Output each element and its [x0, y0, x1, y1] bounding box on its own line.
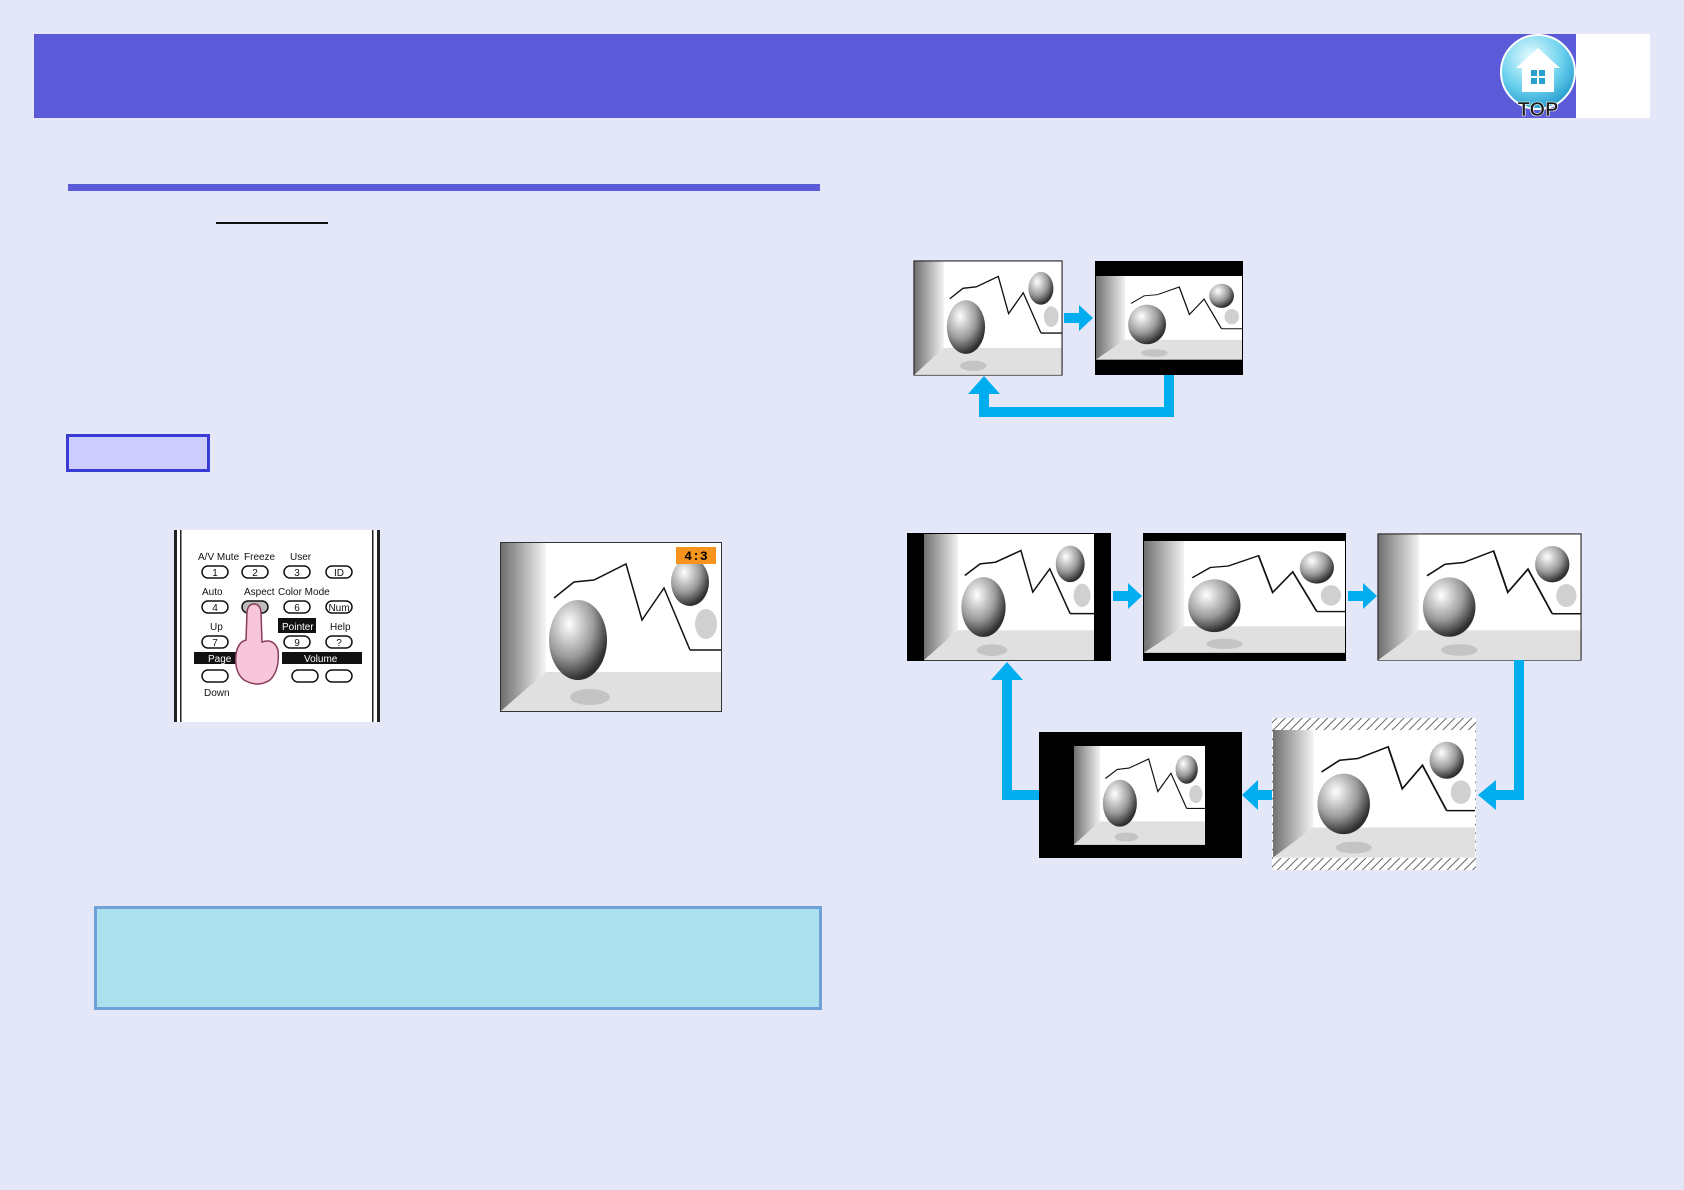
label-help: Help: [330, 622, 351, 633]
svg-text:6: 6: [294, 603, 300, 614]
cycle-b-screen-normal-boxed: [1039, 732, 1242, 858]
section-divider: [68, 184, 820, 191]
procedure-label-box: [66, 434, 210, 472]
svg-text:?: ?: [336, 638, 342, 649]
note-box: [94, 906, 822, 1010]
svg-text:4: 4: [212, 603, 218, 614]
button-help[interactable]: ?: [325, 635, 353, 649]
cycle-arrow-icon: [991, 583, 1524, 810]
label-down: Down: [204, 688, 230, 699]
button-6[interactable]: 6: [283, 600, 311, 614]
top-button-label: TOP: [1518, 99, 1559, 120]
button-2[interactable]: 2: [241, 565, 269, 579]
button-1[interactable]: 1: [201, 565, 229, 579]
button-id[interactable]: ID: [325, 565, 353, 579]
button-7[interactable]: 7: [201, 635, 229, 649]
aspect-badge: [676, 547, 716, 564]
page-number-box: [1576, 34, 1650, 118]
aspect-preview-screen: 4:3: [500, 542, 722, 712]
label-pointer: Pointer: [282, 622, 314, 633]
cycle-b-screen-pillarbox: [907, 533, 1111, 662]
cycle-arrow-icon: [968, 305, 1174, 417]
svg-text:3: 3: [294, 568, 300, 579]
cycle-a-screen-normal: [913, 260, 1063, 376]
label-auto: Auto: [202, 587, 223, 598]
label-color-mode: Color Mode: [278, 587, 330, 598]
home-top-icon: TOP: [1500, 34, 1576, 121]
button-3[interactable]: 3: [283, 565, 311, 579]
cycle-b-screen-zoom: [1271, 718, 1477, 870]
cycle-b-screen-full: [1377, 533, 1582, 661]
label-av-mute: A/V Mute: [198, 552, 240, 563]
volume-down-button[interactable]: [291, 669, 319, 683]
aspect-badge-text: 4:3: [684, 549, 708, 564]
svg-text:ID: ID: [334, 568, 344, 579]
cycle-b-screen-wide: [1142, 533, 1347, 661]
label-aspect: Aspect: [244, 587, 275, 598]
button-4[interactable]: 4: [201, 600, 229, 614]
remote-control: A/V Mute Freeze User 1 2 3 ID Auto Aspec…: [174, 530, 380, 722]
page-down-button[interactable]: [201, 669, 229, 683]
label-page: Page: [208, 654, 232, 665]
button-num[interactable]: Num: [325, 600, 353, 614]
volume-up-button[interactable]: [325, 669, 353, 683]
svg-text:2: 2: [252, 568, 258, 579]
svg-text:1: 1: [212, 568, 218, 579]
svg-text:9: 9: [294, 638, 300, 649]
top-button[interactable]: TOP: [1498, 34, 1578, 121]
label-user: User: [290, 552, 312, 563]
svg-text:Num: Num: [328, 603, 349, 614]
label-up: Up: [210, 622, 223, 633]
label-volume: Volume: [304, 654, 338, 665]
svg-text:7: 7: [212, 638, 218, 649]
pointing-finger-icon: [234, 603, 280, 685]
cycle-a-screen-letterbox: [1095, 261, 1243, 375]
header-bar: [34, 34, 1576, 118]
glossary-link[interactable]: [216, 222, 328, 224]
pointer-label-bg: [278, 618, 316, 633]
label-freeze: Freeze: [244, 552, 276, 563]
button-9[interactable]: 9: [283, 635, 311, 649]
